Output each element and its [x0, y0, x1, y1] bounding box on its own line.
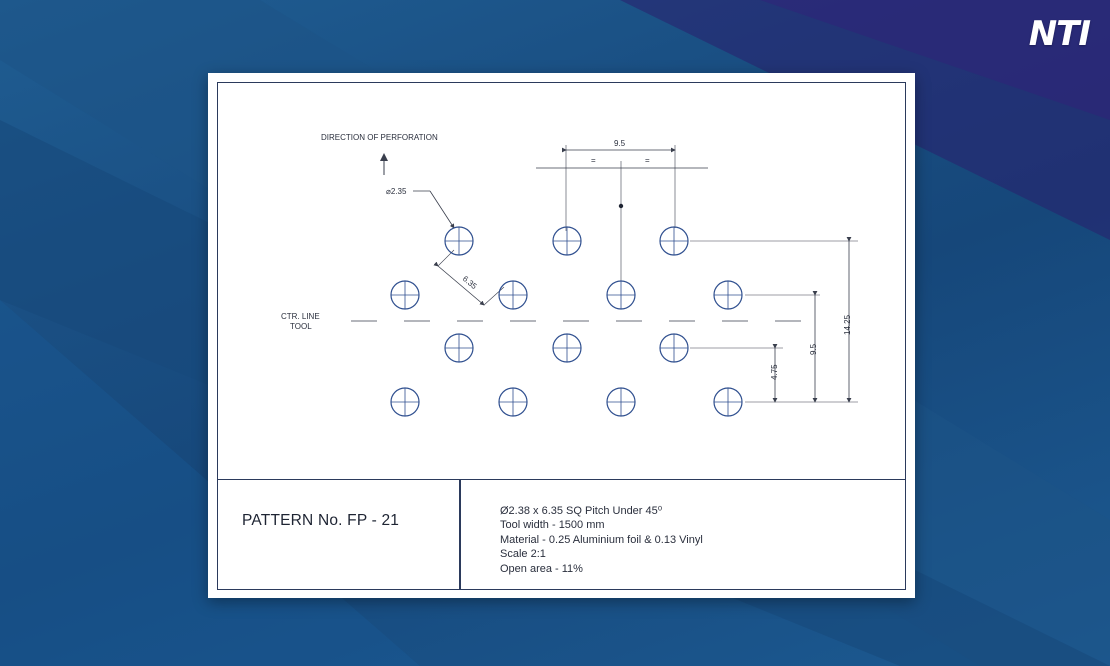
- perforation-hole: [498, 280, 528, 310]
- drawing-sheet: DIRECTION OF PERFORATION ⌀2.35 6.35 9.5 …: [208, 73, 915, 598]
- perforation-hole: [659, 226, 689, 256]
- center-line-label-1: CTR. LINE: [281, 312, 320, 321]
- perforation-hole: [606, 387, 636, 417]
- equal-label-1: =: [591, 156, 596, 165]
- dim-9-5-label: 9.5: [809, 343, 818, 355]
- spec-line: Material - 0.25 Aluminium foil & 0.13 Vi…: [500, 533, 703, 546]
- pitch-dimension-line: [433, 261, 485, 306]
- perforation-hole: [713, 280, 743, 310]
- perforation-hole: [390, 280, 420, 310]
- hole-diameter-label: ⌀2.35: [386, 187, 407, 196]
- drawing-frame: [217, 82, 906, 590]
- perforation-drawing: DIRECTION OF PERFORATION ⌀2.35 6.35 9.5 …: [281, 133, 858, 417]
- spec-line: Scale 2:1: [500, 548, 546, 561]
- perforation-hole: [713, 387, 743, 417]
- perforation-hole: [659, 333, 689, 363]
- nti-logo: NTI: [1028, 14, 1091, 54]
- pitch-ext-2: [483, 286, 505, 306]
- perforation-hole: [444, 333, 474, 363]
- top-dimension-label: 9.5: [614, 139, 626, 148]
- spec-line: Ø2.38 x 6.35 SQ Pitch Under 45⁰: [500, 505, 663, 517]
- direction-arrow-head: [380, 153, 388, 161]
- equal-label-2: =: [645, 156, 650, 165]
- spec-line: Open area - 11%: [500, 562, 583, 575]
- center-dot: [618, 203, 624, 209]
- perforation-hole: [606, 280, 636, 310]
- spec-line: Tool width - 1500 mm: [500, 519, 605, 532]
- pattern-number: PATTERN No. FP - 21: [242, 512, 400, 529]
- dim-4-75-label: 4.75: [770, 364, 779, 380]
- perforation-hole: [552, 333, 582, 363]
- title-block-divider: [459, 480, 461, 590]
- title-block: PATTERN No. FP - 21 Ø2.38 x 6.35 SQ Pitc…: [217, 479, 906, 590]
- direction-label: DIRECTION OF PERFORATION: [321, 133, 438, 142]
- perforation-hole: [390, 387, 420, 417]
- perforation-hole: [552, 226, 582, 256]
- perforation-hole: [444, 226, 474, 256]
- dim-14-25-label: 14.25: [843, 314, 852, 335]
- spec-list: Ø2.38 x 6.35 SQ Pitch Under 45⁰ Tool wid…: [500, 504, 703, 576]
- perforation-hole: [498, 387, 528, 417]
- pitch-label: 6.35: [461, 274, 479, 291]
- diameter-leader-arrow: [429, 190, 455, 229]
- logo-text: NTI: [1028, 14, 1091, 54]
- center-line-label-2: TOOL: [290, 322, 312, 331]
- perforation-holes: [390, 226, 743, 417]
